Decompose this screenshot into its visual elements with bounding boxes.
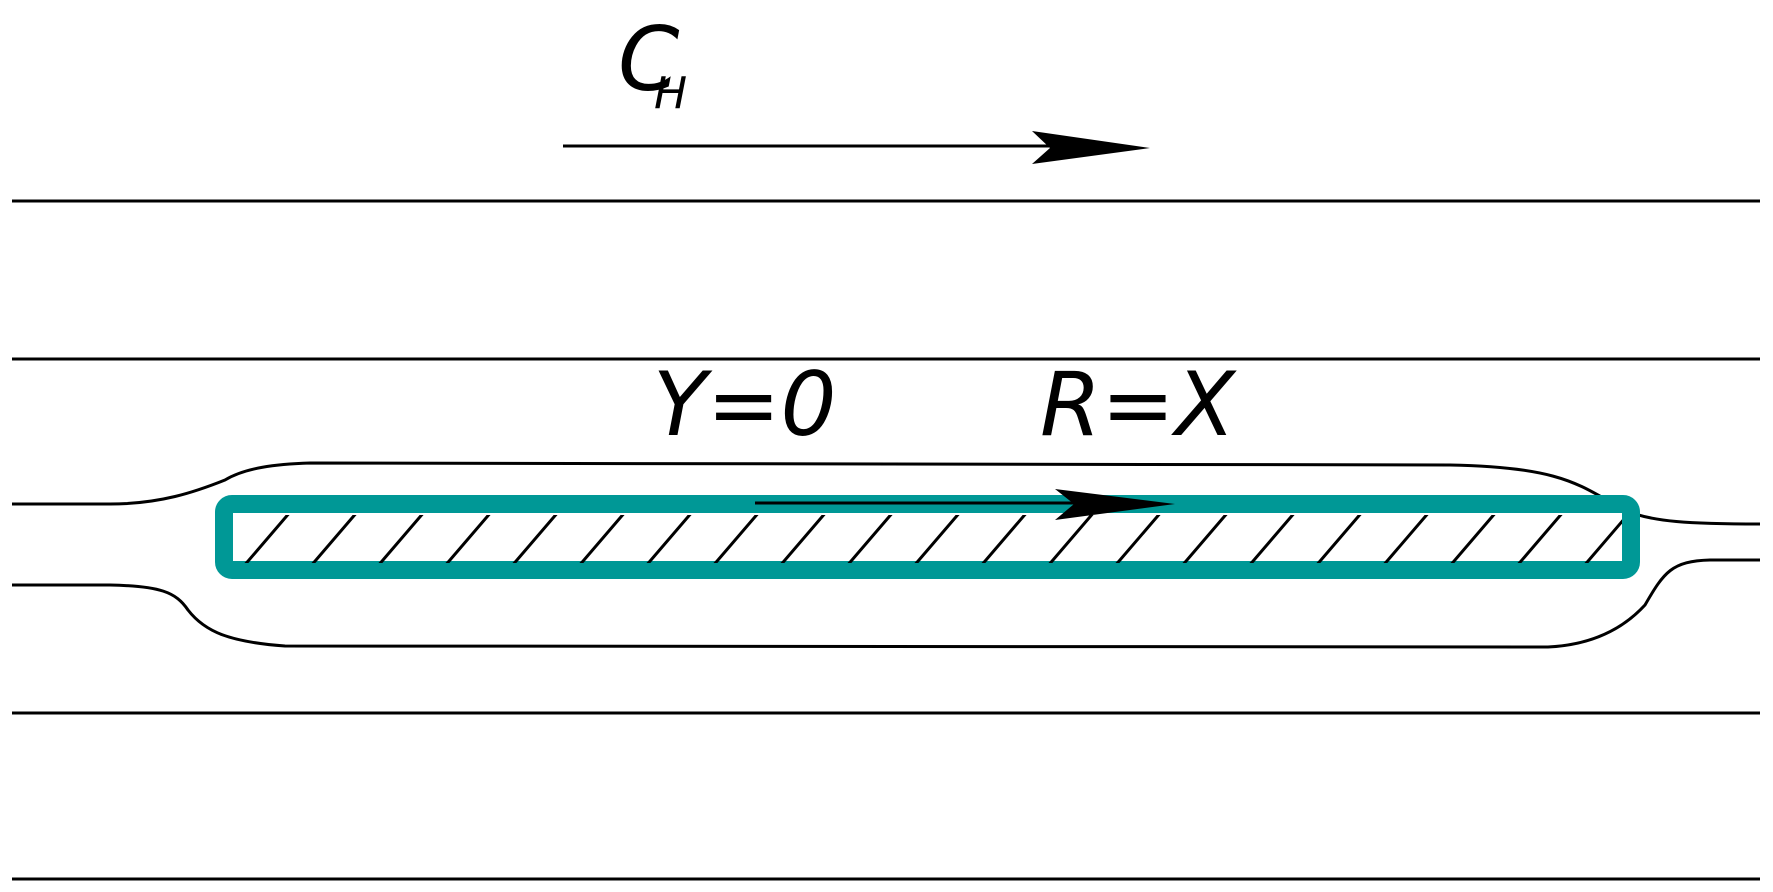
- free-stream-label: C: [618, 8, 680, 111]
- drag-label: R=X: [1040, 353, 1237, 456]
- free-stream-arrow: [563, 131, 1150, 164]
- free-stream-subscript: H: [654, 68, 687, 119]
- plate-hatching: [244, 515, 1622, 563]
- lift-label: Y=0: [653, 353, 836, 456]
- flat-plate: [215, 495, 1640, 579]
- boundary-layer-upper: [12, 461, 1761, 526]
- boundary-layer-lower: [12, 558, 1760, 649]
- drag-force-arrow: [755, 489, 1175, 520]
